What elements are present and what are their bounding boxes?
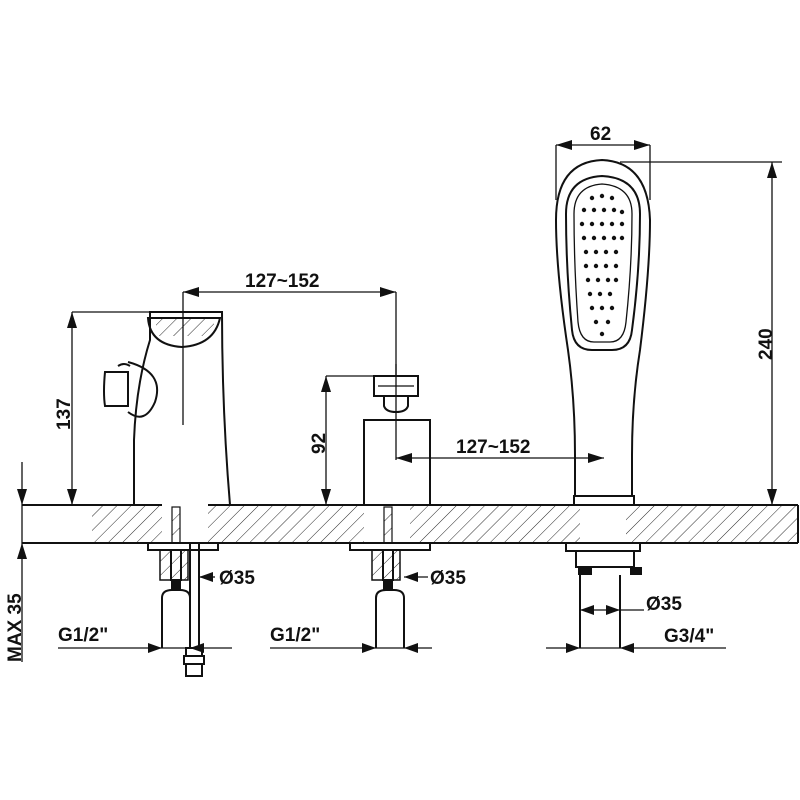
thread-left-label: G1/2": [58, 625, 108, 646]
thread-right-dimension: G3/4": [546, 626, 726, 653]
spacing-middle-label: 127~152: [456, 437, 531, 458]
spout-height-label: 137: [54, 398, 75, 430]
thread-center-dimension: G1/2": [270, 625, 432, 653]
thread-right-label: G3/4": [664, 626, 714, 647]
spout-height-dimension: 137: [54, 311, 152, 505]
handshower-height-label: 240: [756, 328, 777, 360]
hand-shower: [554, 158, 652, 648]
deck-thickness-dimension: MAX 35: [5, 462, 27, 662]
spacing-top-dimension: 127~152: [183, 271, 397, 376]
dia-left-dimension: Ø35: [199, 568, 255, 589]
handshower-height-dimension: 240: [620, 161, 782, 505]
mixer-handle: [349, 364, 431, 648]
deck-max-label: MAX 35: [5, 593, 26, 662]
dia-center-dimension: Ø35: [404, 568, 466, 589]
handle-height-dimension: 92: [309, 375, 374, 505]
handle-height-label: 92: [309, 433, 330, 454]
aerator-mesh: [156, 318, 214, 336]
deck-section: [22, 503, 799, 545]
dia-right-label: Ø35: [646, 594, 682, 615]
thread-center-label: G1/2": [270, 625, 320, 646]
dia-left-label: Ø35: [219, 568, 255, 589]
dia-right-dimension: Ø35: [580, 594, 682, 615]
handshower-width-dimension: 62: [555, 124, 651, 200]
dia-center-label: Ø35: [430, 568, 466, 589]
spacing-middle-dimension: 127~152: [396, 437, 604, 463]
spout: [103, 292, 231, 677]
handshower-width-label: 62: [590, 124, 611, 145]
spacing-top-label: 127~152: [245, 271, 320, 292]
spray-nozzles: [579, 193, 625, 337]
thread-left-dimension: G1/2": [58, 625, 232, 653]
